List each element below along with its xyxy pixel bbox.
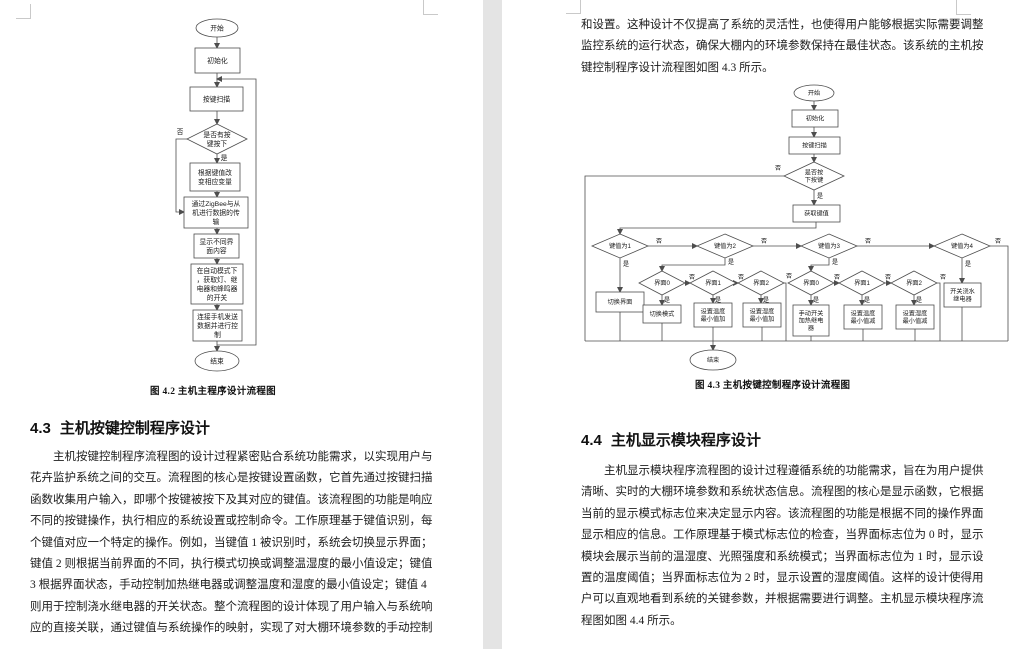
section-number: 4.3 bbox=[30, 420, 51, 437]
carryover-paragraph: 和设置。这种设计不仅提高了系统的灵活性，也使得用户能够根据实际需要调整 监控系统… bbox=[581, 15, 984, 79]
section-number: 4.4 bbox=[581, 432, 602, 449]
section-heading-4-3: 4.3 主机按键控制程序设计 bbox=[30, 417, 210, 438]
section-title: 主机显示模块程序设计 bbox=[610, 432, 761, 449]
text-boundary-mark bbox=[16, 4, 31, 19]
paragraph-line: 模块会展示当前的温湿度、光照强度和系统模式；当界面标志位为 1 时，显示设 bbox=[581, 550, 984, 563]
paragraph-line: 主机显示模块程序流程图的设计过程遵循系统的功能需求，旨在为用户提供 bbox=[604, 465, 984, 477]
section-heading-4-4: 4.4 主机显示模块程序设计 bbox=[581, 429, 761, 450]
figure-caption-4-2: 图 4.2 主机主程序设计流程图 bbox=[150, 387, 276, 397]
paragraph-line: 监控系统的运行状态，确保大棚内的环境参数保持在最佳状态。该系统的主机按 bbox=[581, 40, 984, 53]
body-paragraph: 主机显示模块程序流程图的设计过程遵循系统的功能需求，旨在为用户提供 清晰、实时的… bbox=[581, 461, 984, 632]
page-left: 图 4.2 主机主程序设计流程图 4.3 主机按键控制程序设计 主机按键控制程序流… bbox=[0, 0, 483, 649]
paragraph-line: 当前的显示模式标志位来决定显示内容。该流程图的功能是根据不同的操作界面 bbox=[581, 507, 984, 520]
text-boundary-mark bbox=[956, 0, 971, 15]
paragraph-line: 函数收集用户输入，即哪个按键被按下及其对应的键值。该流程图的功能是响应 bbox=[30, 493, 433, 506]
paragraph-line: 应的直接关联，通过键值与系统操作的映射，实现了对大棚环境参数的手动控制 bbox=[30, 622, 433, 635]
paragraph-line: 个键值对应一个特定的操作。例如，当键值 1 被识别时，系统会切换显示界面； bbox=[30, 536, 433, 549]
paragraph-line: 和设置。这种设计不仅提高了系统的灵活性，也使得用户能够根据实际需要调整 bbox=[581, 19, 984, 31]
paragraph-line: 3 根据界面状态，手动控制加热继电器或调整温度和湿度的最小值设定；键值 4 bbox=[30, 579, 427, 592]
paragraph-line: 显示相应的信息。工作原理基于模式标志位的检查，当界面标志位为 0 时，显示 bbox=[581, 529, 984, 542]
paragraph-line: 则用于控制浇水继电器的开关状态。整个流程图的设计体现了用户输入与系统响 bbox=[30, 600, 433, 613]
paragraph-line: 不同的按键操作，执行相应的系统设置或控制命令。工作原理基于键值识别，每 bbox=[30, 515, 433, 528]
paragraph-line: 户可以直观地看到系统的关键参数，并根据需要进行调整。主机显示模块程序流 bbox=[581, 593, 984, 606]
paragraph-line: 程图如图 4.4 所示。 bbox=[581, 614, 682, 627]
paragraph-line: 花卉监护系统之间的交互。流程图的核心是按键设置函数，它首先通过按键扫描 bbox=[30, 472, 433, 485]
figure-caption-4-3: 图 4.3 主机按键控制程序设计流程图 bbox=[695, 381, 851, 391]
body-paragraph: 主机按键控制程序流程图的设计过程紧密贴合系统功能需求，以实现用户与 花卉监护系统… bbox=[30, 447, 433, 640]
paragraph-line: 键控制程序设计流程图如图 4.3 所示。 bbox=[581, 61, 774, 74]
paragraph-line: 主机按键控制程序流程图的设计过程紧密贴合系统功能需求，以实现用户与 bbox=[53, 451, 433, 463]
paragraph-line: 清晰、实时的大棚环境参数和系统状态信息。流程图的核心是显示函数，它根据 bbox=[581, 486, 984, 499]
section-title: 主机按键控制程序设计 bbox=[59, 420, 210, 437]
page-right: 和设置。这种设计不仅提高了系统的灵活性，也使得用户能够根据实际需要调整 监控系统… bbox=[502, 0, 1024, 649]
paragraph-line: 键值 2 则根据当前界面的不同，执行模式切换或调整温湿度的最小值设定；键值 bbox=[30, 558, 433, 571]
text-boundary-mark bbox=[566, 0, 581, 14]
text-boundary-mark bbox=[423, 0, 438, 15]
paragraph-line: 置的温度阈值；当界面标志位为 2 时，显示设置的湿度阈值。这样的设计使得用 bbox=[581, 572, 984, 585]
